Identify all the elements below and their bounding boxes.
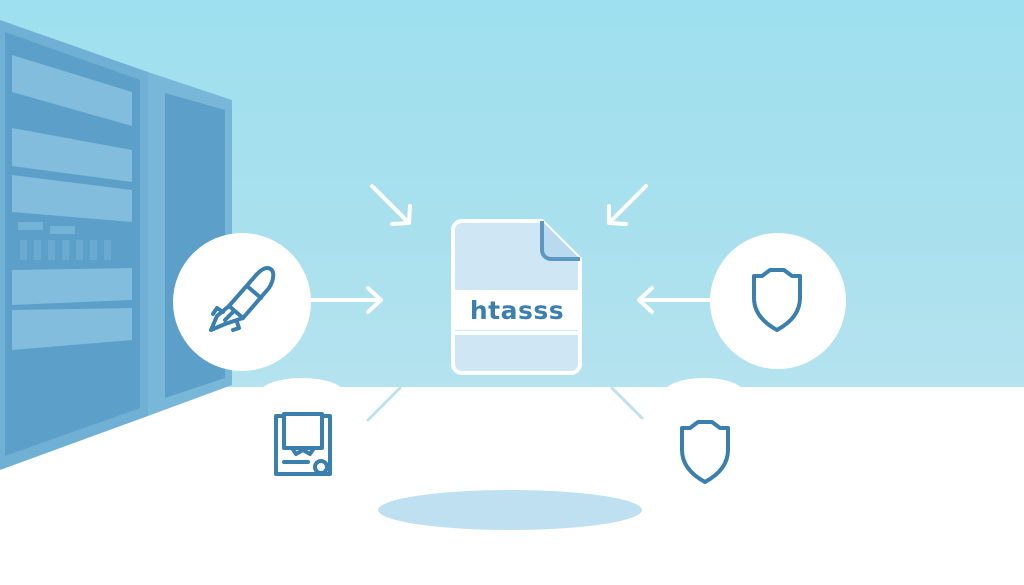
shield-node-bottom-bump [664, 378, 744, 408]
shield-icon-bottom [680, 420, 730, 484]
floor-background [0, 387, 1024, 585]
floor-shadow [378, 490, 642, 530]
rocket-icon [209, 266, 276, 332]
rocket-node [173, 233, 311, 371]
certificate-node-bump [260, 378, 344, 408]
file-label: htasss [455, 290, 579, 330]
shield-node-right [710, 233, 846, 369]
certificate-icon [274, 412, 332, 476]
shield-icon [752, 268, 802, 332]
